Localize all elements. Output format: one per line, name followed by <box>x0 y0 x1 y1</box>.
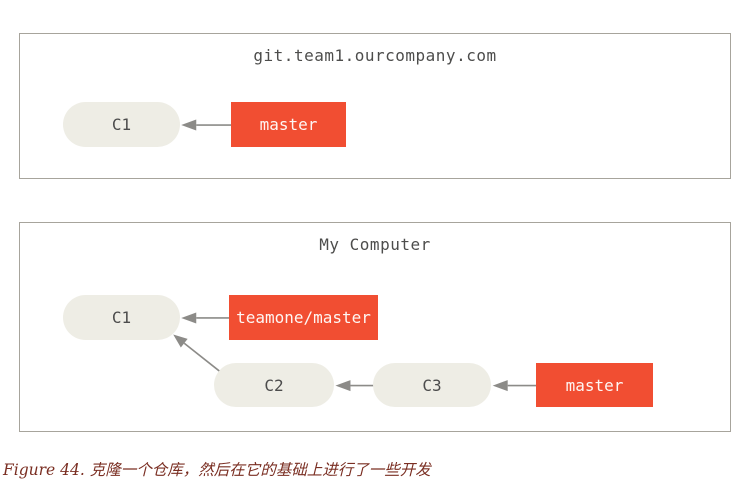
branch-label-text: master <box>565 375 624 395</box>
arrows-layer <box>173 312 537 392</box>
local-repo-title: My Computer <box>319 235 431 254</box>
remote-repo-title: git.team1.ourcompany.com <box>253 46 497 65</box>
commit-node-c3: C3 <box>373 363 491 407</box>
commit-node-c2: C2 <box>214 363 334 407</box>
commit-label: C1 <box>111 308 132 327</box>
arrows-layer <box>181 119 232 131</box>
commit-label: C1 <box>111 115 132 134</box>
commit-label: C2 <box>264 375 284 395</box>
arrow-teamone-master-to-c1 <box>181 312 230 324</box>
branch-label-text: teamone/master <box>236 308 371 327</box>
branch-label-teamone-master: teamone/master <box>229 295 378 340</box>
commit-node-c1: C1 <box>63 102 180 147</box>
local-repo-panel: My Computer C1 teamone/master <box>19 222 731 432</box>
remote-repo-panel: git.team1.ourcompany.com C1 master <box>19 33 731 179</box>
branch-label-master: master <box>231 102 346 147</box>
branch-label-text: master <box>259 115 318 134</box>
arrow-c2-to-c1 <box>173 334 222 374</box>
arrow-master-to-c1 <box>181 119 232 131</box>
commit-node-c1: C1 <box>63 295 180 340</box>
commit-label: C3 <box>422 375 442 395</box>
branch-label-master: master <box>536 363 653 407</box>
arrow-master-to-c3 <box>492 380 537 392</box>
figure-caption: Figure 44. 克隆一个仓库，然后在它的基础上进行了一些开发 <box>3 461 431 479</box>
arrow-c3-to-c2 <box>335 380 374 392</box>
